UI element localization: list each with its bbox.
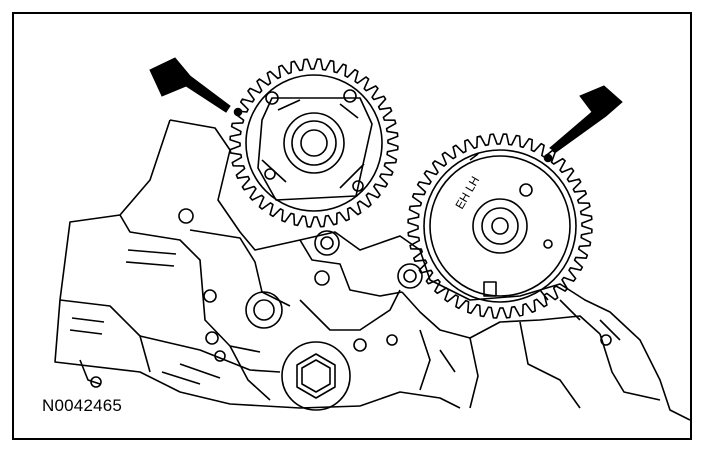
bolt-boss-1	[245, 291, 283, 329]
cylinder-head-casting	[54, 119, 690, 421]
arrow-left-cam-gear-mark	[149, 57, 231, 113]
figure-frame	[12, 12, 692, 440]
arrow-right-cam-gear-mark	[549, 85, 623, 153]
left-camshaft-sprocket	[229, 58, 399, 228]
arrow-icon	[149, 57, 231, 113]
bolt-boss-4	[314, 270, 330, 286]
bolt-boss-2	[314, 230, 340, 256]
bolt-boss-5	[90, 208, 612, 388]
arrow-icon	[549, 85, 623, 153]
right-camshaft-sprocket	[407, 133, 593, 319]
bolt-boss-3	[397, 263, 423, 289]
crankshaft-bolt	[281, 341, 351, 411]
figure-id-label: N0042465	[42, 396, 123, 415]
gear-marking-text: EH LH	[452, 174, 482, 212]
